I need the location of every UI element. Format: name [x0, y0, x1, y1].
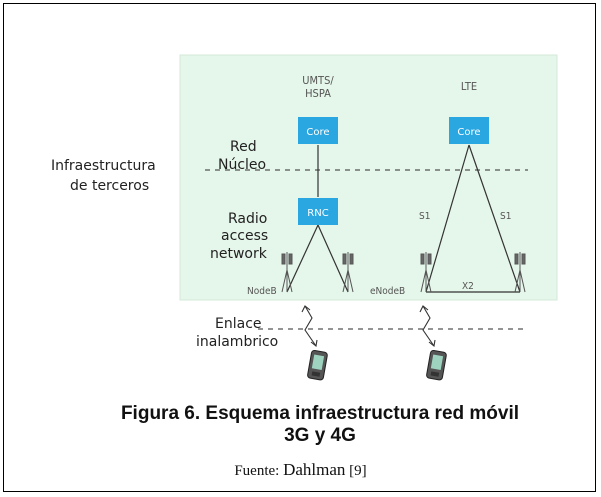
- s1-right-link: [468, 144, 521, 293]
- lte-label: LTE: [461, 80, 477, 93]
- wireless-link-icon: [419, 305, 436, 348]
- s1-right-label: S1: [500, 211, 511, 222]
- source-author: Dahlman: [283, 460, 346, 479]
- core-box-lte-label: Core: [457, 127, 480, 138]
- antenna-tower-icon: [342, 252, 354, 293]
- infra-label-2: de terceros: [70, 178, 149, 194]
- figure-source: Fuente: Dahlman [9]: [0, 460, 601, 480]
- figure-frame: [3, 3, 596, 492]
- rnc-nodeb-left-link: [286, 224, 319, 293]
- core-box-umts-label: Core: [306, 127, 329, 138]
- mobile-phone-icon: [307, 349, 328, 381]
- x2-label: X2: [462, 281, 474, 292]
- diagram-panel: [179, 54, 558, 301]
- infra-label-1: Infraestructura: [51, 158, 156, 174]
- figure-caption-line-1: Figura 6. Esquema infraestructura red mó…: [120, 403, 520, 424]
- radio-label-1: Radio: [228, 211, 267, 227]
- s1-left-link: [425, 144, 470, 293]
- rnc-box: [298, 198, 338, 225]
- enodeb-label: eNodeB: [370, 286, 405, 297]
- rnc-box-label: RNC: [307, 208, 328, 219]
- wireless-link-icon: [301, 305, 318, 348]
- mobile-phone-icon: [426, 349, 447, 381]
- figure-caption-line-2: 3G y 4G: [284, 425, 356, 446]
- source-prefix: Fuente:: [234, 463, 284, 479]
- radio-label-2: access: [221, 228, 268, 244]
- red-label: Red: [230, 139, 257, 155]
- antenna-tower-icon: [420, 252, 432, 293]
- hspa-label: HSPA: [305, 87, 331, 100]
- nucleo-label: Núcleo: [218, 157, 266, 173]
- radio-label-3: network: [210, 246, 268, 262]
- network-diagram: UMTS/ HSPA LTE Red Núcleo Infraestructur…: [51, 54, 558, 381]
- antenna-tower-icon: [281, 252, 293, 293]
- antenna-tower-icon: [514, 252, 526, 293]
- core-box-umts: [298, 117, 338, 144]
- nodeb-label: NodeB: [247, 286, 277, 297]
- umts-label: UMTS/: [302, 74, 334, 87]
- enlace-label-1: Enlace: [215, 316, 262, 332]
- core-box-lte: [449, 117, 489, 144]
- s1-left-label: S1: [419, 211, 430, 222]
- rnc-nodeb-right-link: [317, 224, 349, 293]
- enlace-label-2: inalambrico: [196, 334, 278, 350]
- source-ref: [9]: [345, 463, 367, 479]
